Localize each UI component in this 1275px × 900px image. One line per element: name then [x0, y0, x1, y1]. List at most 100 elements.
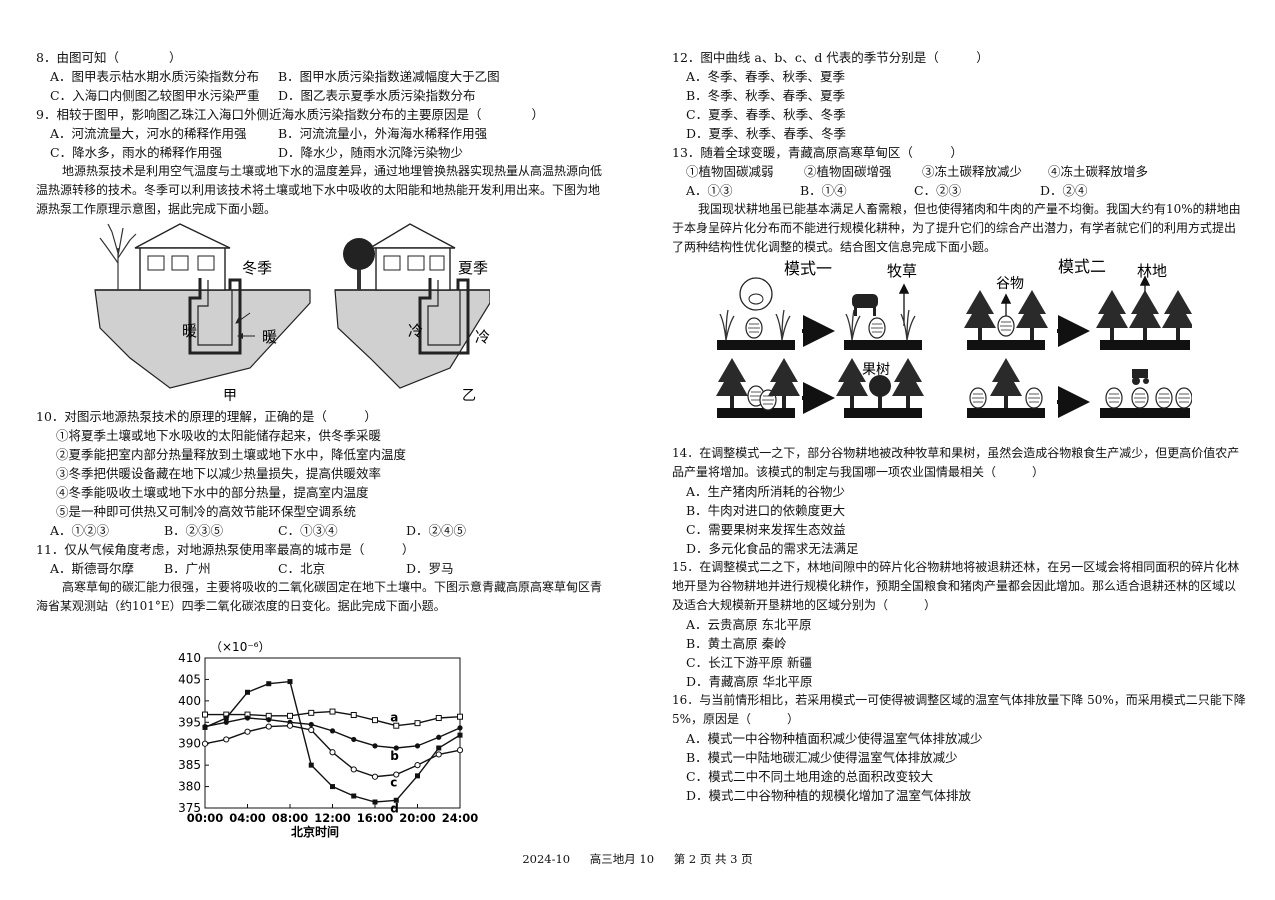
- q9-option-b[interactable]: B．河流流量小，外海海水稀释作用强: [278, 126, 488, 141]
- x-tick-label: 04:00: [229, 811, 266, 825]
- q15-option-d[interactable]: D．青藏高原 华北平原: [686, 674, 813, 689]
- q15-stem: 15．在调整模式二之下，林地间隙中的碎片化谷物耕地将被退耕还林，在另一区域会将相…: [672, 560, 1240, 612]
- q12-option-d[interactable]: D．夏季、秋季、春季、冬季: [686, 126, 847, 141]
- x-tick-label: 20:00: [399, 811, 436, 825]
- series-label-d: d: [390, 801, 399, 815]
- data-point-c: [223, 736, 230, 743]
- y-tick-label: 405: [178, 672, 201, 686]
- data-point-d: [372, 799, 378, 805]
- q13-item-1: ①植物固碳减弱: [686, 164, 774, 179]
- q14-option-d[interactable]: D．多元化食品的需求无法满足: [686, 541, 859, 556]
- q14-option-a[interactable]: A．生产猪肉所消耗的谷物少: [686, 484, 846, 499]
- q8-option-d[interactable]: D．图乙表示夏季水质污染指数分布: [278, 88, 476, 103]
- right-column-lower: 14．在调整模式一之下，部分谷物耕地被改种牧草和果树，虽然会造成谷物粮食生产减少…: [672, 444, 1247, 805]
- q11-option-d[interactable]: D．罗马: [406, 561, 454, 576]
- q16-option-a[interactable]: A．模式一中谷物种植面积减少使得温室气体排放减少: [686, 731, 983, 746]
- data-point-c: [350, 766, 357, 773]
- q15-option-a[interactable]: A．云贵高原 东北平原: [686, 617, 812, 632]
- q8-options-row1: A．图甲表示枯水期水质污染指数分布 B．图甲水质污染指数递减幅度大于乙图: [36, 67, 611, 86]
- data-point-d: [393, 797, 399, 803]
- data-point-d: [266, 681, 272, 687]
- q14-option-c[interactable]: C．需要果树来发挥生态效益: [686, 522, 846, 537]
- q11-option-b[interactable]: B．广州: [164, 561, 211, 576]
- q9-option-a[interactable]: A．河流流量大，河水的稀释作用强: [50, 126, 247, 141]
- q8-option-c[interactable]: C．入海口内侧图乙较图甲水污染严重: [50, 88, 260, 103]
- house-icon-summer: [367, 223, 456, 291]
- data-point-c: [456, 747, 464, 754]
- data-point-d: [457, 732, 463, 738]
- q13-option-d[interactable]: D．②④: [1040, 183, 1088, 198]
- q9-option-d[interactable]: D．降水少，随雨水沉降污染物少: [278, 145, 464, 160]
- data-point-c: [371, 773, 379, 780]
- model2-before-row2: [967, 358, 1045, 418]
- data-point-c: [414, 762, 421, 769]
- passage-alpine-meadow: 高寒草甸的碳汇能力很强，主要将吸收的二氧化碳固定在地下土壤中。下图示意青藏高原高…: [36, 580, 603, 613]
- q9-options-row1: A．河流流量大，河水的稀释作用强 B．河流流量小，外海海水稀释作用强: [36, 124, 611, 143]
- fruit-tree-label: 果树: [862, 362, 890, 378]
- heat-pump-figure: 暖 暖 冬季 甲 冷 冷 夏季 乙: [94, 223, 490, 404]
- data-point-d: [351, 793, 357, 799]
- q13-options: A．①③ B．①④ C．②③ D．②④: [672, 181, 1247, 200]
- q10-option-b[interactable]: B．②③⑤: [164, 523, 224, 538]
- summer-cold-right-label: 冷: [475, 328, 490, 346]
- x-tick-label: 08:00: [272, 811, 309, 825]
- q12-option-b[interactable]: B．冬季、秋季、春季、夏季: [686, 88, 846, 103]
- data-point-d: [330, 784, 335, 790]
- q13-option-b[interactable]: B．①④: [800, 183, 847, 198]
- q10-option-c[interactable]: C．①③④: [278, 523, 338, 538]
- series-line-d: [204, 680, 461, 803]
- q10-item-3: ③冬季把供暖设备藏在地下以减少热量损失，提高供暖效率: [56, 466, 382, 481]
- leafy-tree-icon: [343, 238, 375, 290]
- page-footer: 2024-10 高三地月 10 第 2 页 共 3 页: [0, 851, 1275, 867]
- footer-exam: 高三地月 10: [589, 852, 655, 866]
- data-point-b: [457, 725, 463, 731]
- q10-option-a[interactable]: A．①②③: [50, 523, 110, 538]
- left-column: 8．由图可知（ ） A．图甲表示枯水期水质污染指数分布 B．图甲水质污染指数递减…: [36, 48, 611, 219]
- q12-option-c[interactable]: C．夏季、春季、秋季、冬季: [686, 107, 846, 122]
- data-point-a: [329, 708, 336, 715]
- q16-stem: 16．与当前情形相比，若采用模式一可使得被调整区域的温室气体排放量下降 50%，…: [672, 693, 1246, 726]
- cattle-icon: [852, 294, 878, 308]
- data-point-b: [244, 715, 251, 721]
- q8-option-a[interactable]: A．图甲表示枯水期水质污染指数分布: [50, 69, 260, 84]
- data-point-a: [457, 713, 463, 720]
- data-point-a: [414, 720, 421, 727]
- q13-item-4: ④冻土碳释放增多: [1048, 164, 1149, 179]
- q9-option-c[interactable]: C．降水多，雨水的稀释作用强: [50, 145, 223, 160]
- q12-option-a[interactable]: A．冬季、春季、秋季、夏季: [686, 69, 846, 84]
- passage-farmland-models: 我国现状耕地虽已能基本满足人畜需粮，但也使得猪肉和牛肉的产量不均衡。我国大约有1…: [672, 202, 1241, 254]
- q10-stem: 10．对图示地源热泵技术的原理的理解，正确的是（ ）: [36, 409, 377, 424]
- grain-label: 谷物: [996, 276, 1024, 292]
- q12-stem: 12．图中曲线 a、b、c、d 代表的季节分别是（ ）: [672, 50, 989, 65]
- q10-options: A．①②③ B．②③⑤ C．①③④ D．②④⑤: [36, 521, 611, 540]
- q10-option-d[interactable]: D．②④⑤: [406, 523, 467, 538]
- q16-option-b[interactable]: B．模式一中陆地碳汇减少使得温室气体排放减少: [686, 750, 958, 765]
- winter-label: 冬季: [242, 259, 272, 277]
- house-icon: [134, 223, 231, 291]
- data-point-b: [223, 719, 229, 725]
- data-point-d: [202, 724, 208, 730]
- model2-after-row2: [1100, 369, 1192, 418]
- y-tick-label: 400: [178, 694, 201, 708]
- data-point-b: [351, 736, 357, 743]
- q13-option-c[interactable]: C．②③: [914, 183, 962, 198]
- y-tick-label: 395: [178, 715, 201, 729]
- q15-option-c[interactable]: C．长江下游平原 新疆: [686, 655, 813, 670]
- q13-option-a[interactable]: A．①③: [686, 183, 733, 198]
- data-point-a: [372, 717, 378, 724]
- summer-cold-left-label: 冷: [408, 322, 423, 340]
- q11-option-a[interactable]: A．斯德哥尔摩: [50, 561, 135, 576]
- q15-option-b[interactable]: B．黄土高原 秦岭: [686, 636, 787, 651]
- model2-after-row1: [1096, 275, 1192, 350]
- q16-option-d[interactable]: D．模式二中谷物种植的规模化增加了温室气体排放: [686, 788, 972, 803]
- model2-before-row1: [964, 290, 1048, 350]
- q8-option-b[interactable]: B．图甲水质污染指数递减幅度大于乙图: [278, 69, 500, 84]
- left-column-lower: 10．对图示地源热泵技术的原理的理解，正确的是（ ） ①将夏季土壤或地下水吸收的…: [36, 407, 611, 616]
- x-tick-label: 12:00: [314, 811, 351, 825]
- q16-option-c[interactable]: C．模式二中不同土地用途的总面积改变较大: [686, 769, 934, 784]
- q14-option-b[interactable]: B．牛肉对进口的依赖度更大: [686, 503, 846, 518]
- q11-option-c[interactable]: C．北京: [278, 561, 326, 576]
